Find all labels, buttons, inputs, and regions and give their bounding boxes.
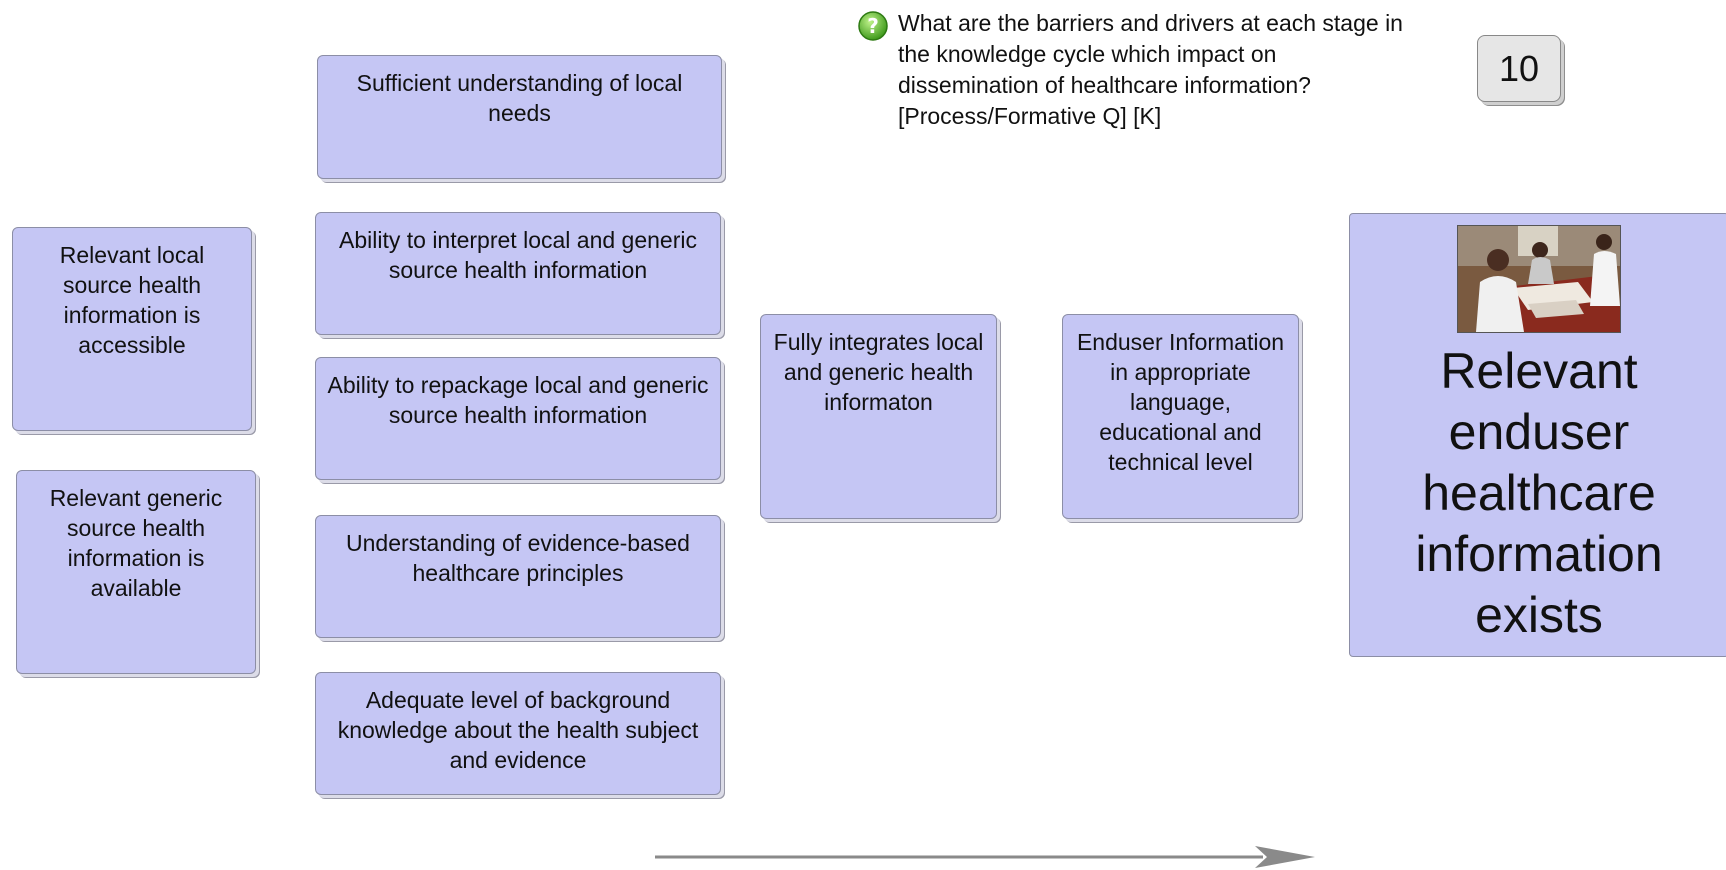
help-question-icon[interactable]: ? xyxy=(857,10,889,42)
outcome-title: Relevant enduser healthcare information … xyxy=(1415,343,1663,643)
node-repackage-source-information[interactable]: Ability to repackage local and generic s… xyxy=(315,357,721,480)
outcome-node[interactable]: Relevant enduser healthcare information … xyxy=(1349,213,1726,657)
node-understanding-local-needs[interactable]: Sufficient understanding of local needs xyxy=(317,55,722,179)
node-interpret-source-information[interactable]: Ability to interpret local and generic s… xyxy=(315,212,721,335)
progression-arrow-icon xyxy=(655,846,1315,868)
node-fully-integrates[interactable]: Fully integrates local and generic healt… xyxy=(760,314,997,519)
health-workers-photo-image xyxy=(1458,226,1620,332)
step-number-badge[interactable]: 10 xyxy=(1477,35,1561,102)
node-local-source-accessible[interactable]: Relevant local source health information… xyxy=(12,227,252,431)
node-evidence-based-principles[interactable]: Understanding of evidence-based healthca… xyxy=(315,515,721,638)
outcome-photo xyxy=(1457,225,1621,333)
svg-text:?: ? xyxy=(867,14,879,38)
node-generic-source-available[interactable]: Relevant generic source health informati… xyxy=(16,470,256,674)
node-enduser-information[interactable]: Enduser Information in appropriate langu… xyxy=(1062,314,1299,519)
evaluation-question-text: What are the barriers and drivers at eac… xyxy=(898,10,1403,129)
node-background-knowledge[interactable]: Adequate level of background knowledge a… xyxy=(315,672,721,795)
